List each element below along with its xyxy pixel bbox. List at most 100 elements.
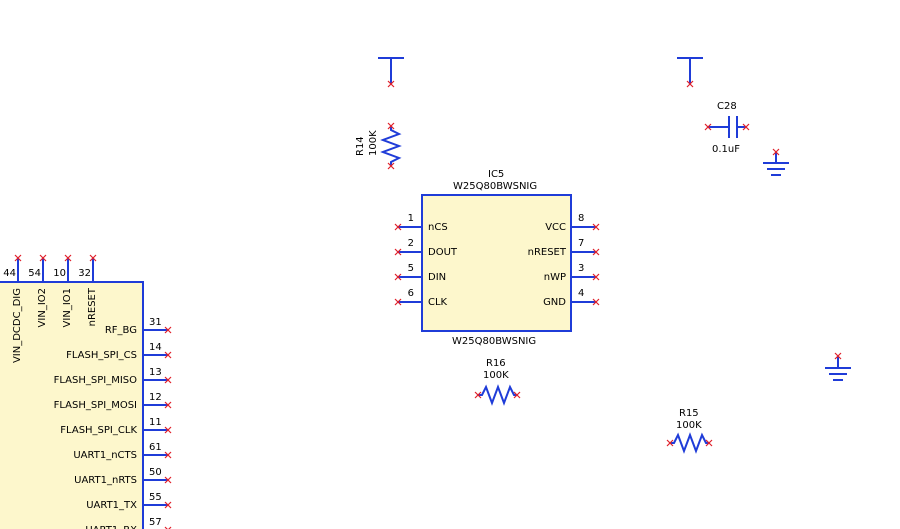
power-1-endpoint (387, 80, 395, 88)
mcu-pin-57[interactable]: 57UART1_RX (85, 517, 168, 529)
ic5-body (421, 194, 572, 332)
ic5-pin-5-endpoint (394, 273, 402, 281)
c28-value: 0.1uF (712, 144, 740, 155)
ic5-pin-1-endpoint (394, 223, 402, 231)
ic5-value-top: W25Q80BWSNIG (453, 181, 537, 192)
pin-number: 57 (149, 517, 162, 528)
mcu-pin-50-endpoint (164, 476, 172, 484)
pin-label: UART1_TX (86, 500, 137, 511)
r16-left-endpoint (474, 391, 482, 399)
resistor-r16[interactable]: R16 100K (478, 358, 517, 406)
pin-label: nWP (544, 272, 566, 283)
pin-number: 12 (149, 392, 162, 403)
c28-ref: C28 (717, 101, 737, 112)
ground-2-endpoint (834, 352, 842, 360)
power-symbol-1 (378, 57, 404, 84)
ic5-pin-3[interactable]: 3 nWP (544, 263, 596, 283)
mcu-pin-54-endpoint (39, 254, 47, 262)
pin-number: 10 (53, 268, 66, 279)
r16-right-endpoint (513, 391, 521, 399)
power-symbol-2 (677, 57, 703, 84)
ic5-pin-7-endpoint (592, 248, 600, 256)
mcu-pin-61-endpoint (164, 451, 172, 459)
r16-value: 100K (483, 370, 509, 381)
ic5-ref: IC5 (488, 169, 504, 180)
c28-right-endpoint (742, 123, 750, 131)
pin-number: 32 (78, 268, 91, 279)
pin-label: VIN_IO2 (37, 288, 48, 327)
pin-number: 7 (578, 238, 584, 249)
pin-number: 11 (149, 417, 162, 428)
resistor-r15[interactable]: R15 100K (670, 408, 709, 454)
ic5-pin-6-endpoint (394, 298, 402, 306)
pin-label: VIN_DCDC_DIG (12, 288, 23, 363)
pin-label: FLASH_SPI_CS (66, 350, 137, 361)
pin-number: 54 (28, 268, 41, 279)
mcu-pin-44-endpoint (14, 254, 22, 262)
pin-label: nRESET (87, 287, 98, 326)
r15-left-endpoint (666, 439, 674, 447)
mcu-pin-14-endpoint (164, 351, 172, 359)
pin-label: DIN (428, 272, 446, 283)
capacitor-c28[interactable]: C28 0.1uF (708, 101, 746, 155)
pin-number: 61 (149, 442, 162, 453)
ground-symbol-2 (825, 356, 851, 381)
pin-label: CLK (428, 297, 448, 308)
pin-number: 3 (578, 263, 584, 274)
r15-value: 100K (676, 420, 702, 431)
pin-label: FLASH_SPI_MISO (54, 375, 138, 386)
ic5-value-bottom: W25Q80BWSNIG (452, 336, 536, 347)
r15-right-endpoint (705, 439, 713, 447)
mcu-pin-55-endpoint (164, 501, 172, 509)
power-2-endpoint (686, 80, 694, 88)
pin-number: 13 (149, 367, 162, 378)
ic5-pin-8-endpoint (592, 223, 600, 231)
pin-number: 2 (408, 238, 414, 249)
ground-symbol-1 (763, 152, 789, 176)
pin-label: nCS (428, 222, 448, 233)
r14-bottom-endpoint (387, 162, 395, 170)
pin-number: 4 (578, 288, 584, 299)
mcu-pin-32[interactable]: 32 nRESET (78, 258, 98, 326)
r15-ref: R15 (679, 408, 699, 419)
pin-label: VCC (545, 222, 566, 233)
mcu-right-pins: 31RF_BG14FLASH_SPI_CS13FLASH_SPI_MISO12F… (54, 317, 168, 529)
mcu-pin-12-endpoint (164, 401, 172, 409)
resistor-r14[interactable]: R14 100K (355, 126, 402, 166)
mcu-pin-11-endpoint (164, 426, 172, 434)
ic5-pin-4-endpoint (592, 298, 600, 306)
mcu-pin-13-endpoint (164, 376, 172, 384)
pin-number: 6 (408, 288, 414, 299)
pin-label: FLASH_SPI_MOSI (54, 400, 137, 411)
pin-label: VIN_IO1 (62, 288, 73, 327)
pin-number: 14 (149, 342, 162, 353)
mcu-pin-31-endpoint (164, 326, 172, 334)
pin-endpoint-markers (14, 80, 842, 529)
pin-label: UART1_nRTS (74, 475, 137, 486)
pin-number: 5 (408, 263, 414, 274)
pin-number: 50 (149, 467, 162, 478)
mcu-component[interactable]: 44VIN_DCDC_DIG54VIN_IO210VIN_IO132nRESET… (0, 258, 168, 529)
